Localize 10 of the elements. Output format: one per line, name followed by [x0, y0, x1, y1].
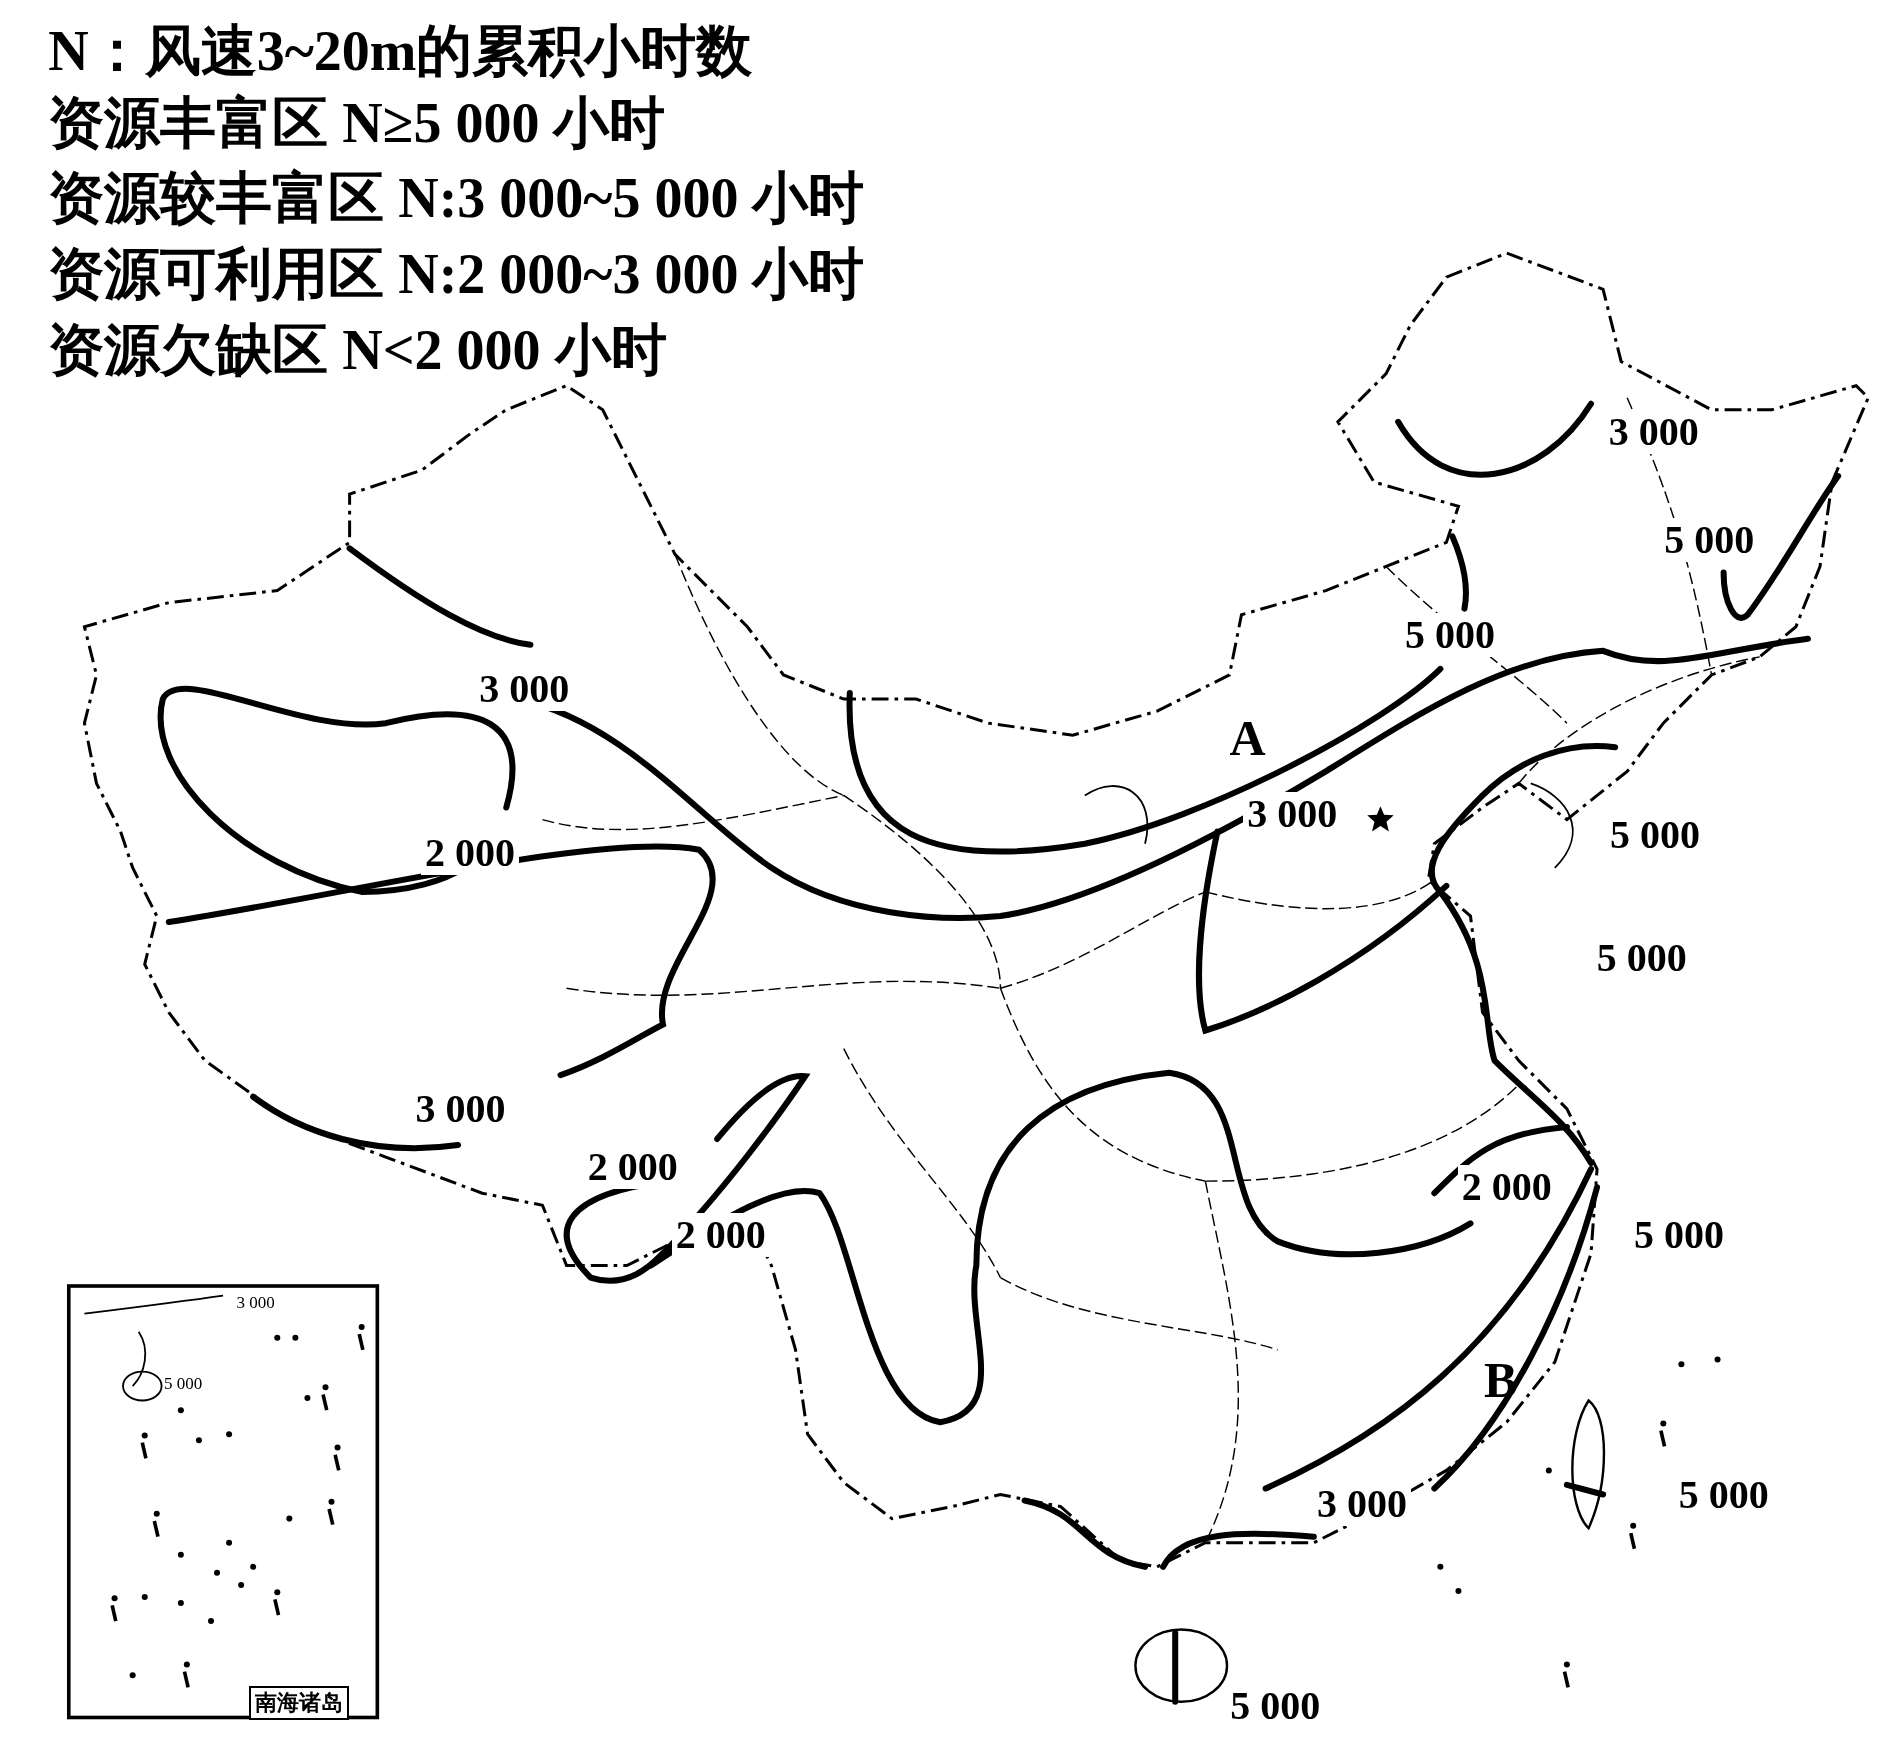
isoline-value: 3 000: [236, 1293, 275, 1311]
point-letter: A: [1229, 712, 1266, 763]
legend-note: 资源丰富区 N≥5 000 小时: [48, 95, 666, 152]
isoline-value: 5 000: [164, 1374, 203, 1392]
legend-note: 资源较丰富区 N:3 000~5 000 小时: [48, 169, 865, 226]
legend-note: 资源可利用区 N:2 000~3 000 小时: [48, 245, 865, 302]
inset-title: 南海诸岛: [248, 1686, 349, 1721]
legend-note: 资源欠缺区 N<2 000 小时: [48, 321, 667, 378]
legend-note: N：风速3~20m的累积小时数: [48, 22, 753, 79]
isoline-value: 2 000: [671, 1213, 770, 1258]
